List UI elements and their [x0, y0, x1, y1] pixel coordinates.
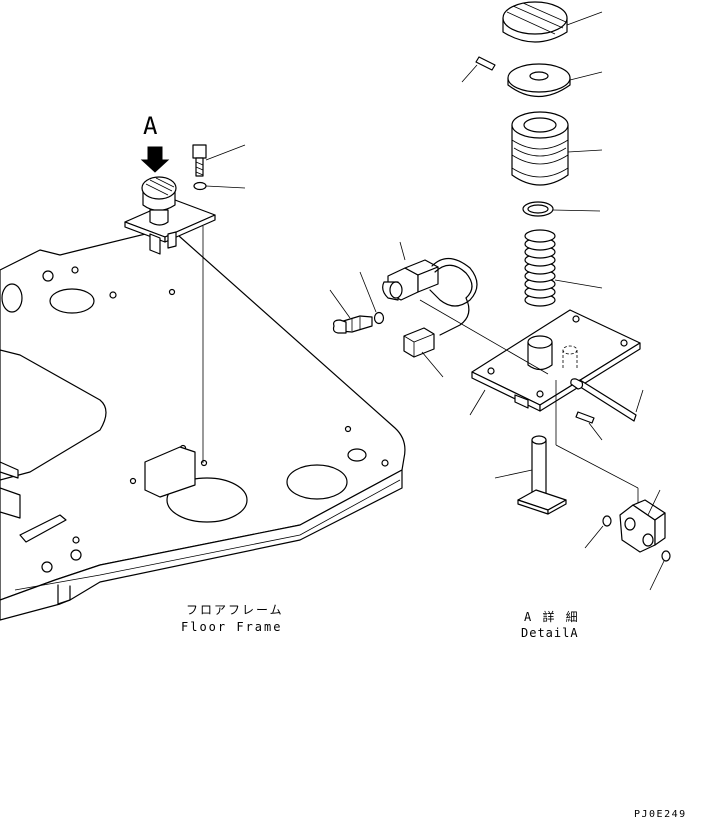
washer — [373, 311, 385, 325]
spring — [524, 229, 556, 307]
detail-a — [329, 1, 671, 591]
arrow-down-icon — [140, 146, 170, 173]
assembly-a — [124, 144, 246, 255]
bracket — [619, 489, 666, 553]
drawing-code: PJ0E249 — [634, 809, 687, 820]
detail-jp-label: A 詳 細 — [524, 610, 580, 624]
floor-frame-en-label: Floor Frame — [181, 620, 283, 634]
detail-en-label: DetailA — [521, 626, 579, 640]
view-marker-a: A — [143, 112, 158, 140]
floor-frame — [0, 227, 406, 621]
floor-frame-jp-label: フロアフレーム — [186, 603, 284, 617]
limit-switch — [382, 241, 478, 378]
